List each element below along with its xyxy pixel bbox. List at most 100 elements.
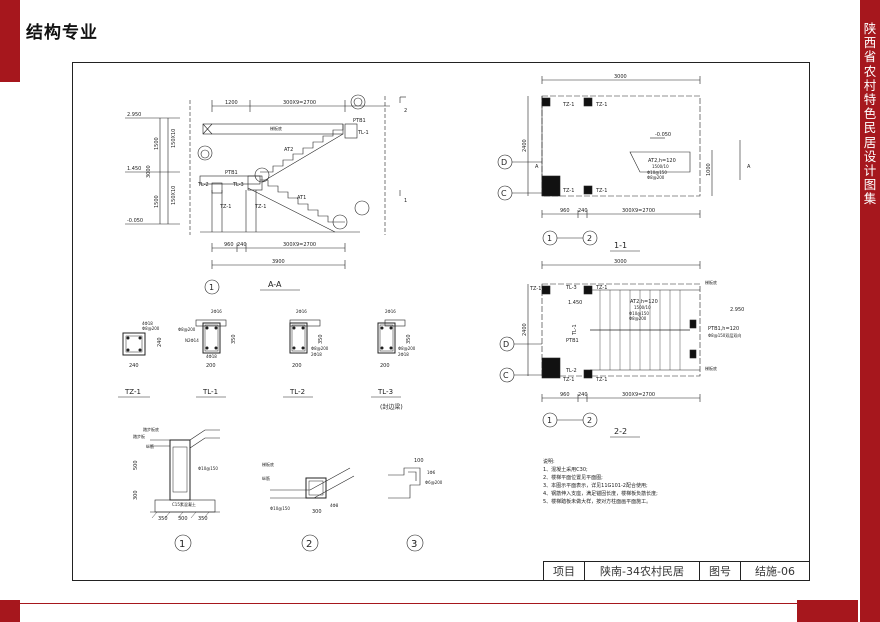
- notes-item-1: 1、混凝土采用C30;: [543, 467, 588, 473]
- tb-project-label: 项目: [553, 565, 575, 578]
- d1-rebar-b: C15素混凝土: [172, 501, 196, 507]
- aa-label-tl3: TL-3: [232, 182, 244, 188]
- p22-label-tz1-d: TZ-1: [595, 377, 607, 383]
- band-char: 民: [863, 120, 877, 136]
- p22-label-tz1-c: TZ-1: [562, 377, 574, 383]
- tl1-rebar-d: 4Φ18: [206, 354, 217, 359]
- tz1-rebar-b: Φ8@200: [142, 326, 160, 331]
- p11-dim-right: 1000: [706, 163, 712, 176]
- p11-label-tz1-b: TZ-1: [595, 102, 607, 108]
- p22-label-tl3: TL-3: [565, 285, 577, 291]
- plan-2-2: 3000 TZ-1 TL-3 TZ-1 TL-2 PTB1 TL-1 TZ-1 …: [499, 259, 744, 438]
- tl2-dim-w: 200: [292, 363, 302, 369]
- band-char: 集: [863, 191, 877, 207]
- p22-name: 2-2: [614, 427, 627, 436]
- tl1-dim-h: 350: [231, 334, 237, 344]
- band-char: 西: [863, 35, 877, 51]
- p11-dim-run: 300X9=2700: [622, 208, 655, 214]
- band-char: 色: [863, 106, 877, 122]
- notes-item-5: 5、楼梯踏板未做大样，按对方柱面画平面施工。: [543, 499, 652, 505]
- d3-circle-label: 3: [411, 539, 417, 550]
- d3-rebar-b: Φ6@200: [425, 480, 443, 485]
- p22-elev-1450: 1.450: [568, 300, 582, 306]
- band-char: 农: [863, 63, 877, 79]
- aa-label-tz1-a: TZ-1: [219, 204, 231, 210]
- d1-label-a: 踏步板底: [143, 426, 159, 432]
- d1-dim-b: 300: [178, 516, 188, 522]
- p11-row-c: C: [501, 189, 507, 198]
- detail-2: 梯板底 纵筋 Φ10@150 4Φ8 300 2: [262, 461, 355, 552]
- aa-dim-run-bottom: 300X9=2700: [283, 242, 316, 248]
- p11-dim-left: 2400: [522, 139, 528, 152]
- band-char: 计: [863, 163, 877, 179]
- p11-ann-steps: 1500/10: [652, 164, 669, 169]
- p22-ann-rebar-a: Φ10@150: [629, 311, 649, 316]
- bottom-rule: [20, 603, 797, 604]
- d1-dim-a: 350: [158, 516, 168, 522]
- d1-label-c: 纵筋: [146, 443, 154, 449]
- aa-dim-240: 240: [237, 242, 247, 248]
- aa-beam-tl3: [211, 182, 223, 194]
- tl3-rebar-b: Φ8@200: [398, 346, 416, 351]
- d2-rebar-a: Φ10@150: [270, 506, 290, 511]
- aa-cut-mark-2: 1: [404, 198, 407, 204]
- p11-col-tm: [583, 97, 593, 107]
- p22-label-tz1-a: TZ-1: [529, 286, 541, 292]
- aa-elev-mid: 1.450: [127, 166, 141, 172]
- brand-bar-bottom-right: [797, 600, 860, 622]
- p11-axis-2: 2: [587, 234, 592, 243]
- aa-section-name: A-A: [268, 280, 282, 289]
- page-title: 结构专业: [26, 23, 98, 43]
- tb-drawing-no-label: 图号: [709, 565, 731, 578]
- p22-col-tl: [541, 285, 551, 295]
- tl2-rebar-b: Φ8@200: [311, 346, 329, 351]
- p22-label-tl1: TL-1: [572, 324, 578, 336]
- notes-item-2: 2、楼梯平面位置见平面图;: [543, 475, 603, 481]
- tl1-dim-w: 200: [206, 363, 216, 369]
- notes-item-4: 4、钢筋伸入支座，满足锚固长度，楼梯板负筋长度;: [543, 491, 658, 497]
- band-char: 设: [863, 148, 877, 164]
- p11-dim-top: 3000: [614, 74, 627, 80]
- p22-dim-left: 2400: [522, 323, 528, 336]
- p22-axis-1: 1: [547, 416, 552, 425]
- tb-drawing-no: 结施-06: [755, 565, 795, 578]
- aa-label-tl1: TL-1: [357, 130, 369, 136]
- tl1-name: TL-1: [202, 388, 218, 396]
- brand-bar-top-left: [0, 0, 20, 82]
- p11-dim-240: 240: [578, 208, 588, 214]
- p11-dim-960: 960: [560, 208, 570, 214]
- p11-ann-rebar-a: Φ10@150: [647, 170, 667, 175]
- aa-cut-mark-1: 2: [404, 108, 407, 114]
- aa-h-label-lower: 150X10: [171, 186, 177, 205]
- aa-label-at1: AT1: [297, 195, 306, 201]
- p11-label-tz1-d: TZ-1: [595, 188, 607, 194]
- p11-label-tz1-c: TZ-1: [562, 188, 574, 194]
- tl1-rebar-a: 2Φ16: [211, 309, 222, 314]
- p22-col-tm: [583, 285, 593, 295]
- p22-dim-960: 960: [560, 392, 570, 398]
- tl2-rebar-c: 2Φ18: [311, 352, 322, 357]
- band-char: 居: [863, 134, 877, 150]
- band-char: 陕: [863, 21, 877, 36]
- aa-beam-tl1: [344, 123, 358, 139]
- p22-col-bm: [583, 369, 593, 379]
- aa-label-at2: AT2: [284, 147, 293, 153]
- member-sections: 4Φ18 Φ8@200 240 240 TZ-1 2Φ16 Φ8@200 N2Φ…: [118, 309, 416, 411]
- notes-title: 说明:: [543, 459, 555, 465]
- p22-label-tz1-b: TZ-1: [595, 285, 607, 291]
- tl3-rebar-c: 2Φ18: [398, 352, 409, 357]
- d2-rebar-b: 4Φ8: [330, 503, 339, 508]
- atlas-title-vertical: 陕西省农村特色民居设计图集: [860, 21, 880, 207]
- tz1-rebar-a: 4Φ18: [142, 321, 153, 326]
- aa-h-1500-lower: 1500: [154, 195, 160, 208]
- p22-row-d: D: [503, 340, 509, 349]
- aa-elev-top: 2.950: [127, 112, 141, 118]
- p11-elevation: -0.050: [655, 132, 671, 138]
- p11-name: 1-1: [614, 241, 627, 250]
- p22-dim-run: 300X9=2700: [622, 392, 655, 398]
- p22-ptb-note-b: Φ8@150双层双向: [708, 332, 741, 338]
- aa-dim-1200: 1200: [225, 100, 238, 106]
- p11-ann-rebar-b: Φ8@200: [647, 175, 665, 180]
- detail-1: 踏步板底 踏步板 纵筋 Φ10@150 C15素混凝土 500 300 350 …: [133, 426, 220, 552]
